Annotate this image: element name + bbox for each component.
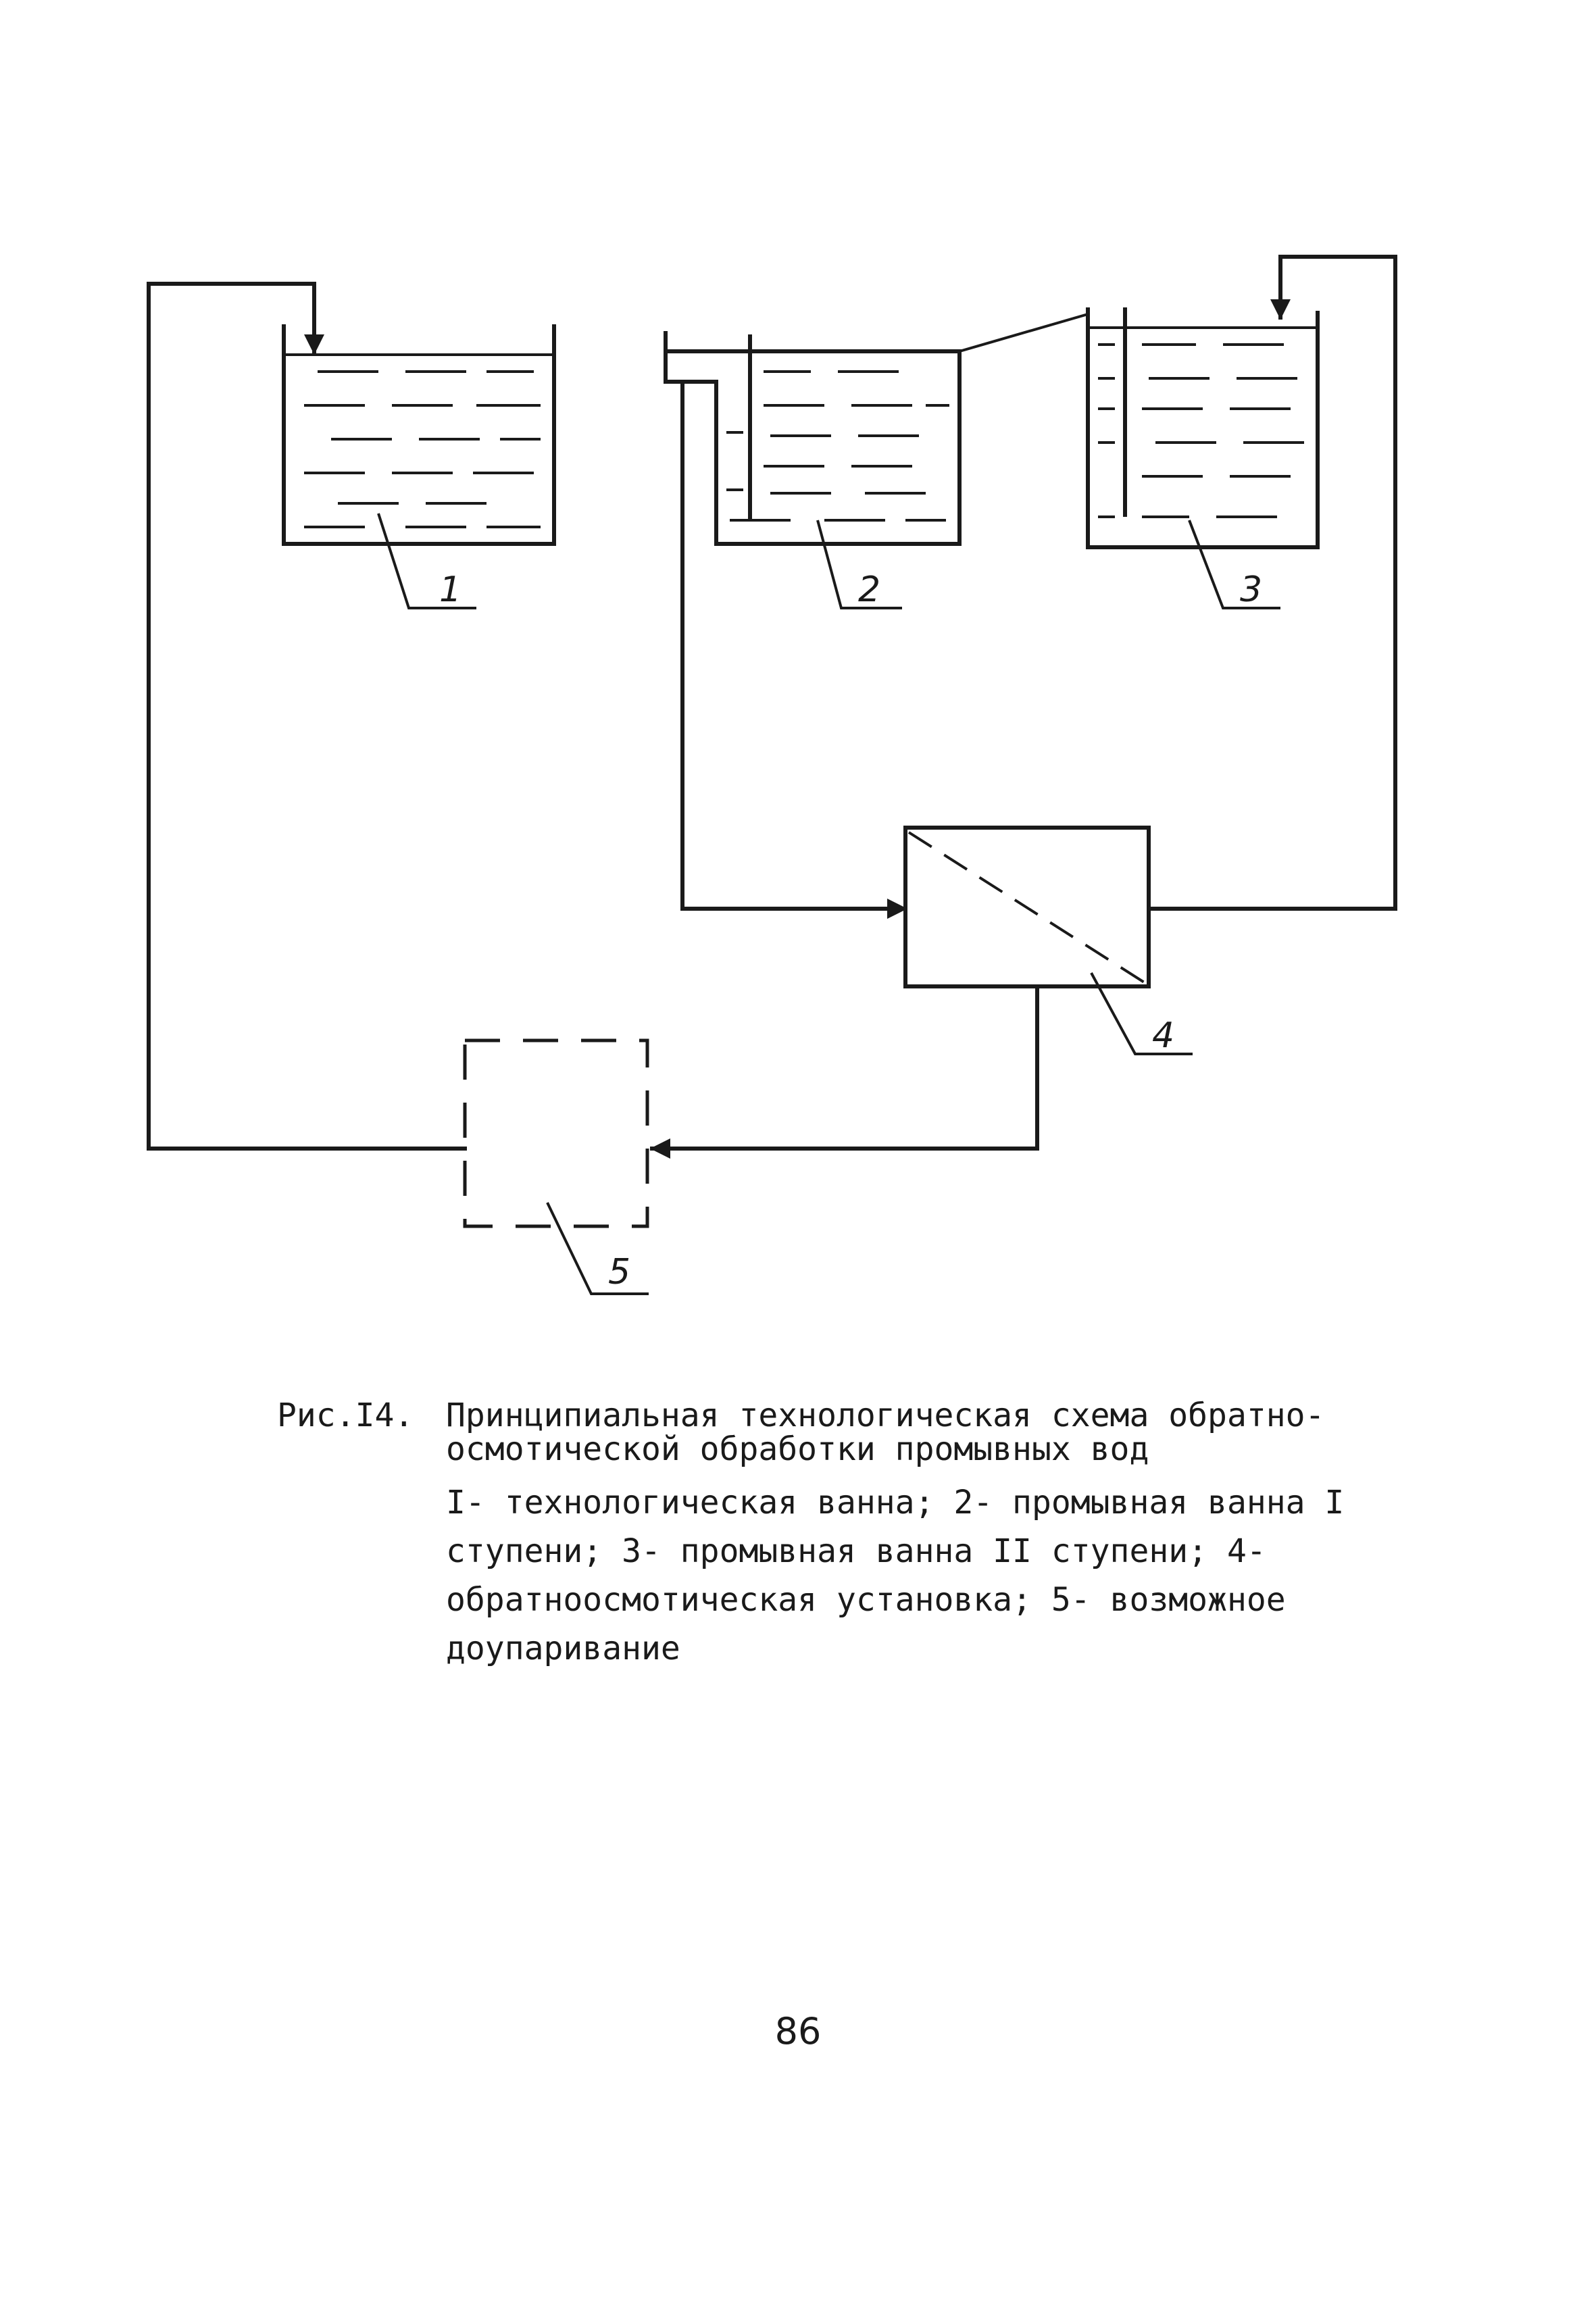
tank-2-liquid-hatching	[726, 370, 949, 522]
unit-4-leader	[1090, 972, 1193, 1055]
tank-1-label: 1	[439, 570, 462, 610]
tank-3-label: 3	[1240, 570, 1262, 610]
tank-1-body	[282, 324, 556, 546]
figure-title: Принципиальная технологическая схема обр…	[446, 1397, 1325, 1468]
figure-number: Рис.I4.	[277, 1397, 414, 1434]
tank-3-liquid-hatching	[1098, 343, 1304, 518]
unit-4-membrane	[907, 831, 1147, 984]
caption-header: Рис.I4. Принципиальная технологическая с…	[277, 1392, 1426, 1466]
tank-2-leader	[816, 520, 902, 609]
pipe-tank-2-to-unit-4	[680, 380, 907, 919]
pipe-unit-4-to-tank-3	[1147, 255, 1397, 911]
unit-5-label: 5	[608, 1252, 630, 1292]
pipe-unit-4-to-5	[650, 984, 1039, 1159]
pipe-5-to-tank-1	[147, 282, 467, 1151]
tank-3-body	[1086, 307, 1320, 549]
tank-2: 2	[664, 313, 1089, 610]
unit-5-box	[463, 1038, 649, 1228]
page-number: 86	[774, 2010, 822, 2053]
tank-1: 1	[282, 324, 556, 610]
unit-4: 4	[903, 826, 1193, 1056]
tank-2-label: 2	[858, 570, 880, 610]
tank-1-leader	[377, 513, 476, 609]
unit-4-label: 4	[1152, 1015, 1174, 1056]
tank-3-leader	[1188, 520, 1280, 609]
unit-5: 5	[463, 1038, 649, 1295]
unit-5-leader	[546, 1202, 649, 1295]
figure-legend: I- технологическая ванна; 2- промывная в…	[446, 1484, 1345, 1667]
tank-2-body	[664, 331, 962, 546]
overflow-link-2-3	[959, 313, 1089, 353]
tank-1-liquid-hatching	[304, 370, 541, 528]
figure-caption: Рис.I4. Принципиальная технологическая с…	[277, 1392, 1426, 1673]
tank-3: 3	[1086, 307, 1320, 610]
